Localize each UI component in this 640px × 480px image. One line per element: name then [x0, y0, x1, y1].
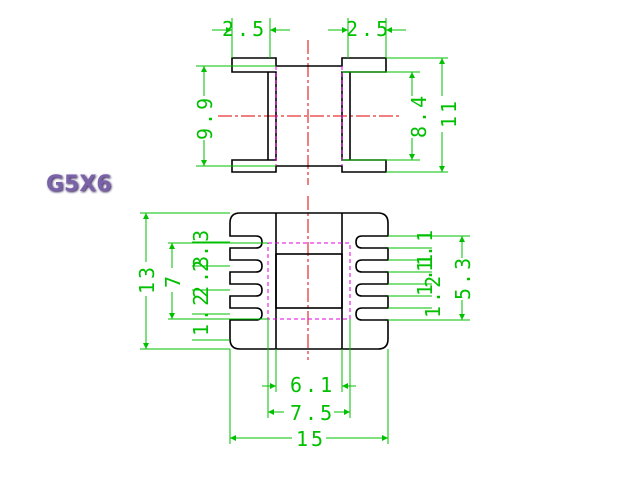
dim-front-inner-width: 6.1 [290, 373, 335, 397]
dim-front-pin-width: 1.2 [189, 291, 213, 336]
top-view: 2.5 2.5 9.9 8.4 11 [193, 17, 461, 185]
dim-front-pin-spacing-mid: 2.3 [189, 253, 213, 298]
dim-front-right-gap-top: 1.1 [413, 227, 437, 272]
dim-front-mid-width: 7.5 [290, 401, 335, 425]
dim-top-core-height: 8.4 [407, 93, 431, 138]
front-view: 13 7 2.3 2.3 1.2 1.1 1.1 1.2 5.3 [135, 196, 475, 451]
dim-front-pin-spacing-top: 2.3 [189, 227, 213, 272]
part-title: G5X6 [46, 172, 112, 197]
dim-top-inner-height: 9.9 [193, 95, 217, 140]
dim-front-window-height: 7 [161, 273, 185, 288]
dim-top-flange-left: 2.5 [222, 17, 267, 41]
top-view-outline [231, 57, 387, 173]
front-view-core-window [275, 253, 343, 309]
dim-front-total-height: 13 [135, 264, 159, 294]
dim-front-total-width: 15 [296, 427, 326, 451]
front-view-hidden-rect [267, 242, 351, 320]
front-view-outline [229, 212, 389, 350]
dim-front-right-span: 5.3 [451, 255, 475, 300]
dim-top-flange-right: 2.5 [346, 17, 391, 41]
dim-front-right-gap-mid: 1.1 [413, 251, 437, 296]
dim-top-total-height: 11 [437, 98, 461, 128]
dim-front-right-pin-width: 1.2 [421, 273, 445, 318]
